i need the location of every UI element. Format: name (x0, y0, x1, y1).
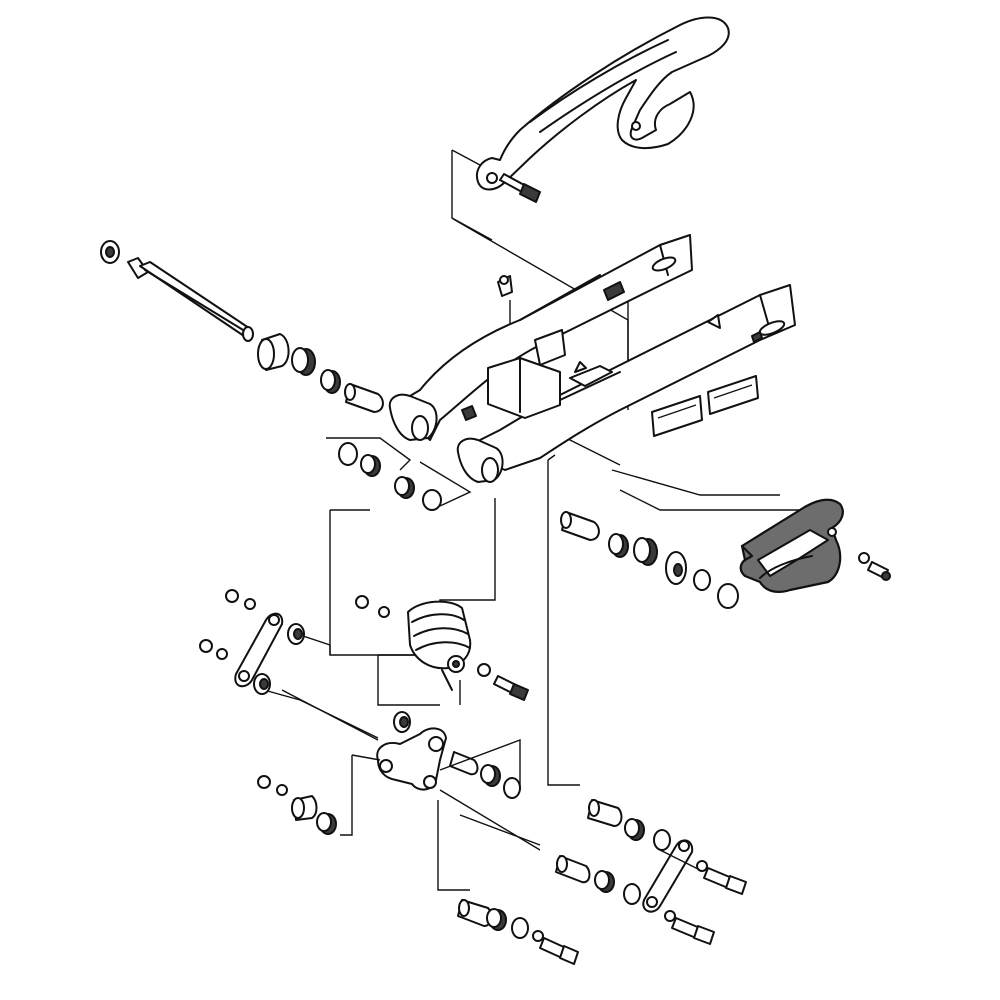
chain-guard-bolt[interactable] (499, 173, 541, 203)
leader-lines-bottom (281, 689, 701, 871)
connecting-rod-right[interactable] (642, 839, 694, 913)
relay-arm[interactable] (376, 727, 447, 791)
relay-arm-bushings[interactable] (393, 711, 521, 799)
shock-bolt[interactable] (477, 663, 529, 701)
chain-slider-bolt[interactable] (858, 552, 891, 581)
leader-lines (263, 149, 820, 891)
pivot-shaft[interactable] (100, 240, 254, 342)
rod-left-hardware[interactable] (199, 589, 305, 695)
pivot-bearings-left[interactable] (257, 333, 384, 413)
grease-fitting[interactable] (497, 275, 513, 297)
shock-absorber[interactable] (407, 600, 472, 691)
bolt-lower-center[interactable] (532, 930, 579, 965)
chain-slider[interactable] (739, 498, 844, 593)
pivot-bearings-right[interactable] (560, 511, 739, 609)
bushings-cluster-bottom-left[interactable] (257, 775, 337, 835)
bolt-lower-right-2[interactable] (664, 910, 715, 945)
shock-top-hardware[interactable] (355, 595, 390, 618)
bushings-cluster-bottom-right[interactable] (457, 799, 671, 939)
bolt-lower-right-1[interactable] (696, 860, 747, 895)
chain-guard[interactable] (476, 16, 730, 191)
bushings-cluster-mid[interactable] (326, 437, 472, 511)
decal-panels (651, 375, 759, 437)
swingarm[interactable] (388, 234, 796, 483)
connecting-rod-left[interactable] (234, 612, 284, 688)
